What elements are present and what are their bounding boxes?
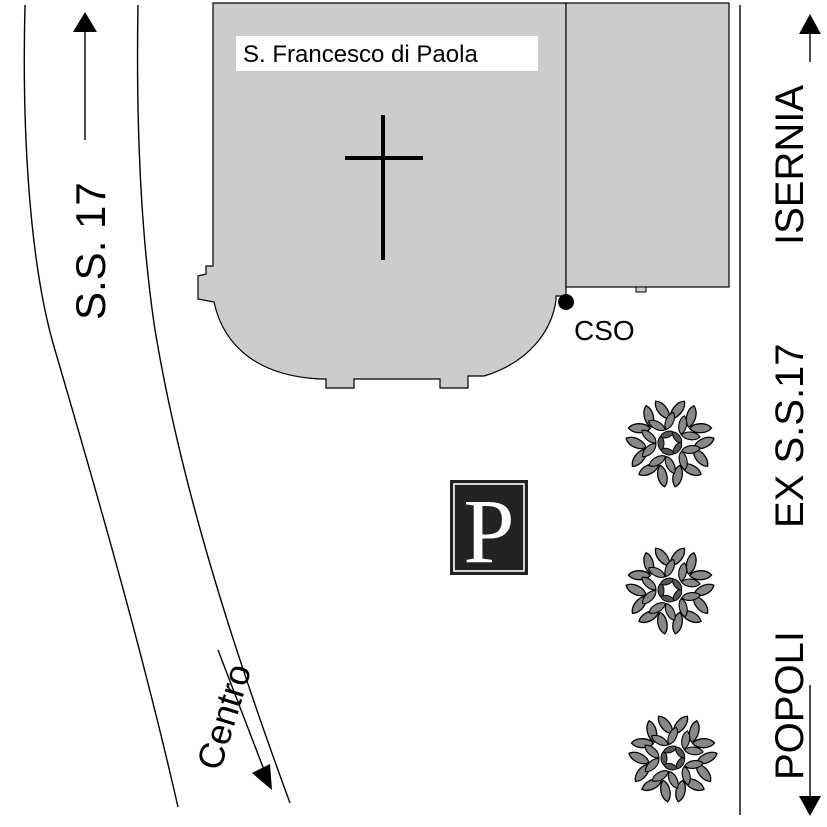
tree-icon-2 — [625, 547, 715, 635]
parking-letter: P — [463, 480, 514, 582]
road-ss17 — [23, 4, 291, 808]
parking-icon: P — [450, 480, 528, 582]
isernia-label: ISERNIA — [768, 85, 812, 245]
centro-label: Centro — [188, 659, 259, 774]
popoli-label: POPOLI — [768, 631, 812, 780]
centro-arrow-icon — [217, 649, 272, 790]
church-label-bg — [236, 36, 538, 71]
up-arrow-icon — [799, 14, 821, 62]
left-road-label: S.S. 17 — [67, 182, 114, 320]
church-name: S. Francesco di Paola — [243, 41, 478, 68]
cso-marker-icon — [558, 294, 574, 310]
north-arrow-icon — [73, 12, 97, 140]
cross-icon — [345, 115, 423, 260]
tree-icon-3 — [628, 715, 718, 803]
ex-road-label: EX S.S.17 — [768, 343, 812, 528]
down-arrow-icon — [799, 685, 821, 816]
tree-icon-1 — [625, 400, 715, 488]
cso-label: CSO — [574, 315, 635, 346]
